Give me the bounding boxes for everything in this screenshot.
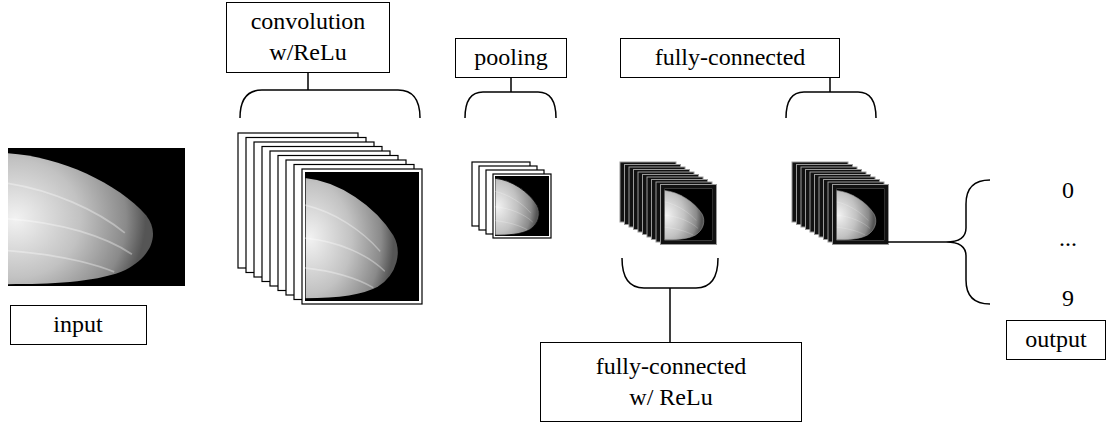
- layer-label-box: input: [10, 305, 147, 345]
- output-class: 9: [1062, 284, 1074, 313]
- fully-connected-maps: [792, 162, 889, 245]
- layer-name: fully-connected: [655, 42, 806, 73]
- layer-label-box: convolution w/ReLu: [226, 2, 390, 73]
- output-class: ...: [1059, 224, 1077, 253]
- input-image: [8, 148, 185, 286]
- layer-name: output: [1025, 324, 1086, 355]
- layer-label-box: pooling: [455, 38, 567, 78]
- fully-connected-maps: [620, 162, 717, 245]
- layer-label-box: fully-connected: [620, 38, 840, 78]
- layer-name: fully-connected w/ ReLu: [587, 351, 755, 413]
- layer-name: pooling: [474, 42, 547, 73]
- layer-label-box: fully-connected w/ ReLu: [540, 342, 802, 422]
- bracket: [240, 72, 990, 342]
- layer-label-box: output: [1006, 320, 1106, 360]
- pooling-maps: [472, 162, 551, 238]
- layer-name: input: [53, 309, 102, 340]
- convolution-maps: [238, 133, 422, 304]
- layer-name: convolution w/ReLu: [238, 6, 378, 68]
- output-class: 0: [1062, 176, 1074, 205]
